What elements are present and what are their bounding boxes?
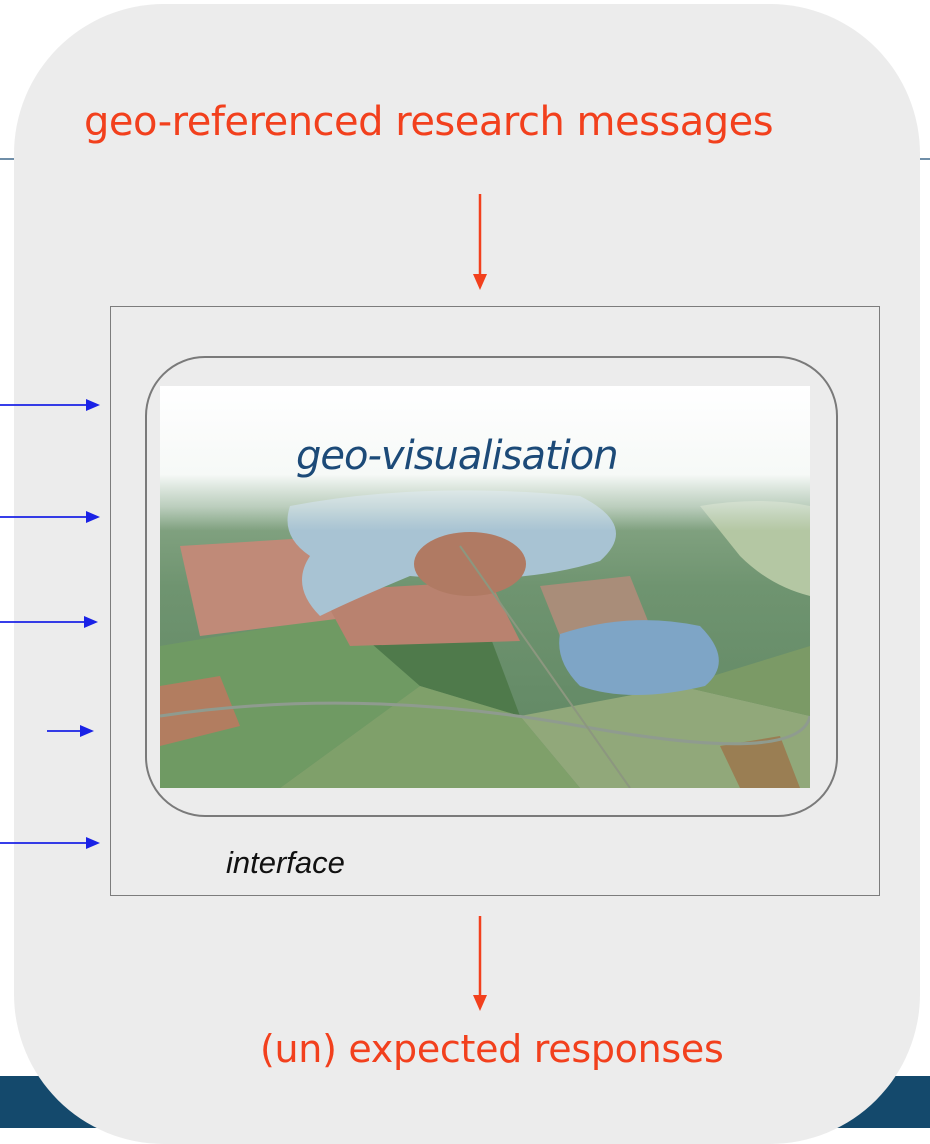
input-label: geo-referenced research messages (84, 99, 774, 145)
interface-box (110, 306, 880, 896)
geo-visualisation-label: geo-visualisation (296, 433, 619, 479)
landscape-image (160, 386, 810, 788)
output-label: (un) expected responses (260, 1027, 724, 1071)
interface-label: interface (226, 845, 345, 880)
geo-visualisation-frame (145, 356, 838, 817)
